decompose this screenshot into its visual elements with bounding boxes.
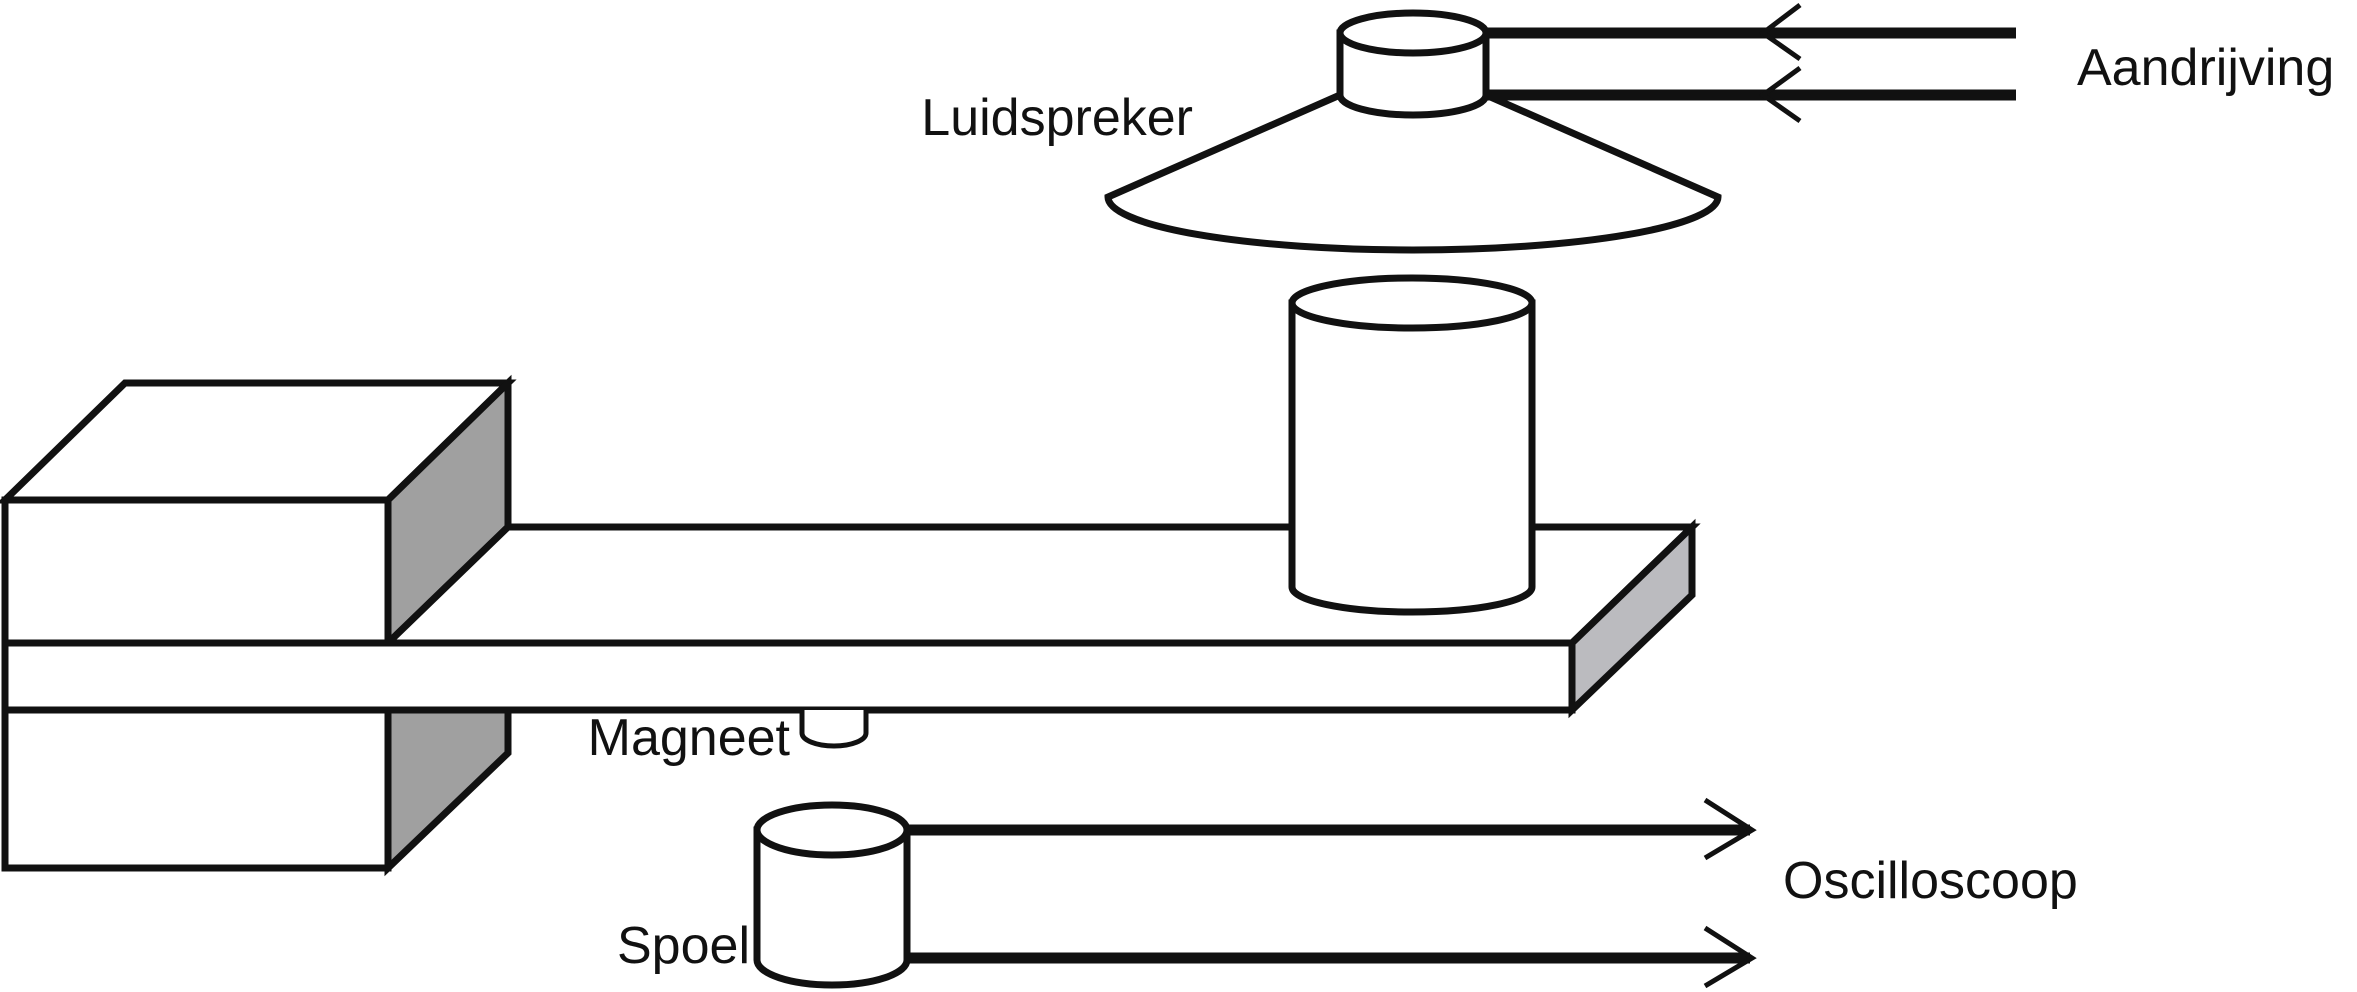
scope-arrow-top-icon [1703, 797, 1757, 861]
clamp-side-face-lower [384, 706, 512, 877]
weight-cylinder-body [1288, 299, 1536, 616]
drive-arrow-bottom-icon [1758, 65, 1802, 124]
loudspeaker [1104, 9, 1722, 254]
scope-arrow-bottom-icon [1703, 925, 1757, 989]
coil-body [753, 826, 911, 989]
label-coil: Spoel [617, 917, 750, 975]
magnet [799, 710, 869, 749]
drive-arrow-top-icon [1758, 3, 1802, 62]
clamp-front-upper [1, 496, 392, 647]
speaker-cone [1104, 91, 1722, 254]
label-speaker: Luidspreker [921, 89, 1193, 147]
speaker-driver-top [1336, 9, 1490, 57]
oscilloscope-wires [907, 797, 1757, 989]
label-oscilloscope: Oscilloscoop [1783, 852, 2078, 910]
weight-cylinder-top [1288, 274, 1536, 332]
drive-wires [1486, 3, 2016, 124]
clamp-front-lower [1, 706, 392, 872]
coil [753, 801, 911, 989]
label-magnet: Magneet [588, 709, 791, 767]
label-drive: Aandrijving [2077, 39, 2334, 97]
labels: Luidspreker Aandrijving Magneet Spoel Os… [588, 39, 2335, 975]
weight-cylinder [1288, 274, 1536, 616]
coil-top [753, 801, 911, 859]
beam-front-face [1, 639, 1576, 714]
